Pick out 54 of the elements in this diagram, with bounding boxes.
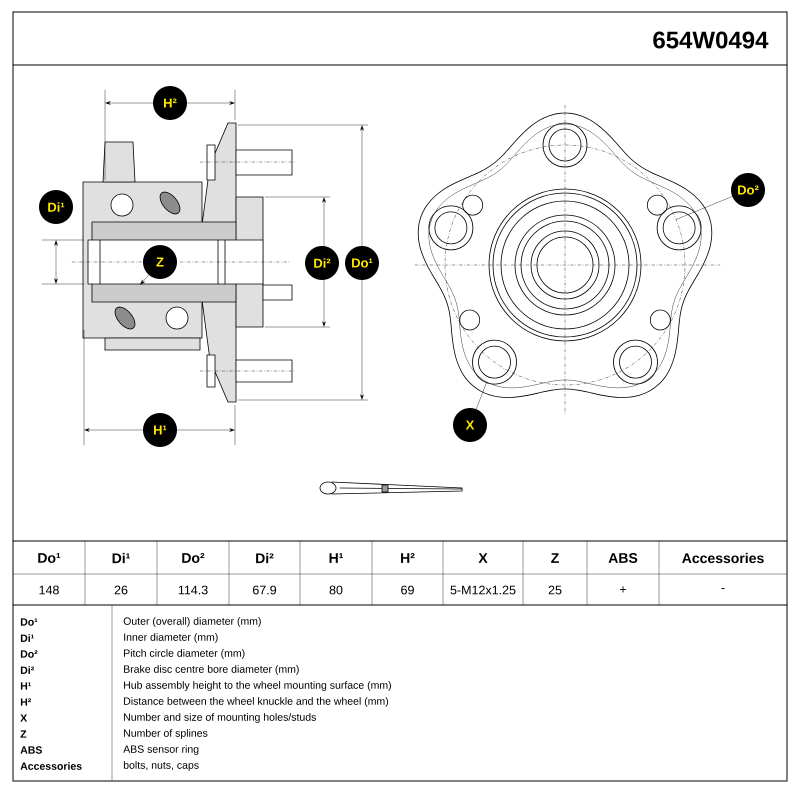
- table-value: 114.3: [178, 586, 208, 594]
- abbreviation: ABS: [20, 746, 42, 754]
- column-header: ABS: [608, 553, 638, 563]
- table-value: 148: [40, 586, 59, 594]
- table-value: 69: [401, 586, 414, 594]
- column-header: H²: [401, 553, 415, 563]
- table-value: 5-M12x1.25: [450, 586, 516, 594]
- callout-badge: X: [453, 408, 487, 442]
- abbreviation: Di¹: [20, 634, 34, 642]
- description: Distance between the wheel knuckle and the wheel (mm): [124, 697, 388, 707]
- leader-line: [676, 196, 732, 220]
- description: Number of splines: [124, 729, 208, 739]
- column-header: X: [478, 553, 488, 563]
- description: Hub assembly height to the wheel mounting surface (mm): [124, 681, 391, 691]
- column-header: Do²: [182, 553, 204, 563]
- description: ABS sensor ring: [123, 745, 198, 755]
- stud-hole: [472, 340, 517, 384]
- description: Inner diameter (mm): [124, 633, 218, 643]
- abbreviation: X: [20, 714, 28, 722]
- callout-badge: Di¹: [39, 190, 73, 224]
- callout-badge: Do¹: [345, 246, 379, 280]
- description: bolts, nuts, caps: [124, 761, 199, 771]
- leader-line: [140, 274, 149, 285]
- column-header: Do¹: [38, 553, 60, 563]
- column-header: Di¹: [112, 552, 130, 564]
- abbreviation: Do²: [20, 650, 38, 658]
- description: Pitch circle diameter (mm): [124, 649, 244, 659]
- abbreviation: Do¹: [20, 618, 38, 626]
- part-number: 654W0494: [653, 32, 768, 48]
- leader-line: [476, 382, 487, 410]
- description: Number and size of mounting holes/studs: [124, 713, 316, 723]
- abbreviation: Accessories: [20, 762, 82, 770]
- description: Brake disc centre bore diameter (mm): [124, 665, 299, 675]
- table-value: +: [620, 586, 626, 593]
- table-value: 80: [330, 586, 342, 594]
- callout-badge: H¹: [143, 413, 177, 447]
- column-header: Di²: [256, 552, 274, 564]
- abbreviation: H¹: [20, 682, 31, 690]
- callout-badge: H²: [153, 86, 187, 120]
- callout-badge: Z: [143, 245, 177, 279]
- table-value: 26: [114, 586, 128, 594]
- callout-badge: Do²: [731, 173, 765, 207]
- table-value: -: [721, 588, 725, 590]
- description: Outer (overall) diameter (mm): [124, 617, 261, 627]
- column-header: Accessories: [682, 552, 764, 564]
- column-header: H¹: [330, 553, 343, 563]
- table-value: 67.9: [252, 586, 276, 594]
- callout-badge: Di²: [305, 246, 339, 280]
- pitch-circle: [444, 144, 686, 386]
- abbreviation: Di²: [20, 666, 34, 674]
- abbreviation: H²: [20, 698, 32, 706]
- table-value: 25: [548, 586, 562, 594]
- abbreviation: Z: [20, 730, 26, 738]
- column-header: Z: [551, 553, 559, 563]
